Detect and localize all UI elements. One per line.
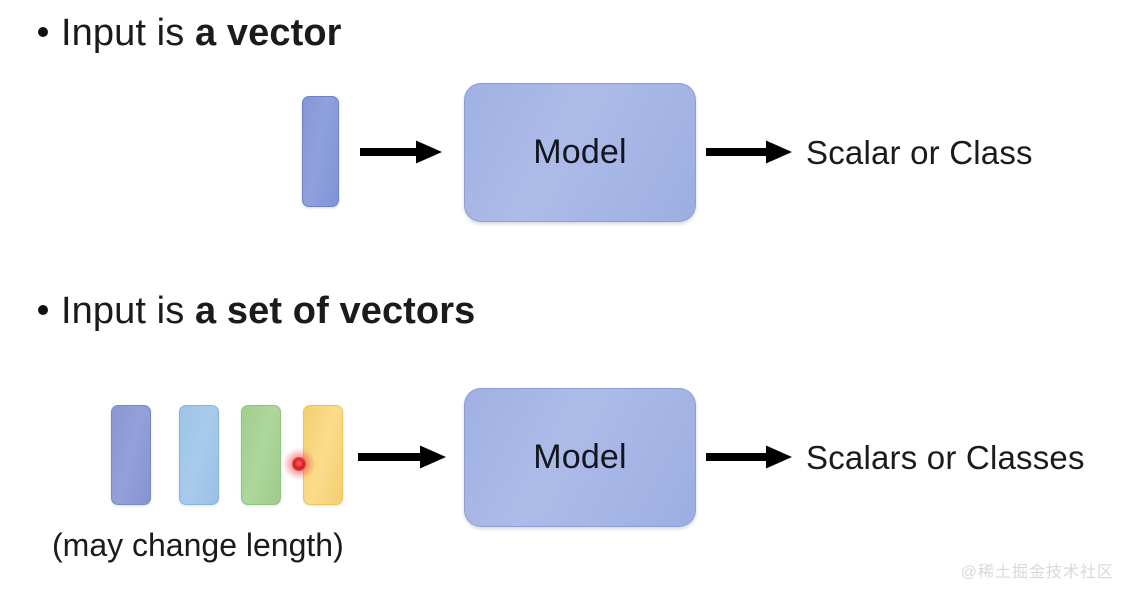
bullet-heading-text: Input is a set of vectors <box>61 292 475 330</box>
input-arrow-icon-sequence <box>358 445 446 469</box>
model-box-single: Model <box>464 83 696 222</box>
output-arrow-icon-sequence <box>706 445 792 469</box>
bullet-heading-text: Input is a vector <box>61 14 342 52</box>
input-arrow-icon-single <box>360 140 442 164</box>
red-dot-marker-icon <box>283 448 315 480</box>
model-box-label: Model <box>533 133 627 171</box>
vector-block-single <box>302 96 339 207</box>
output-arrow-icon-single <box>706 140 792 164</box>
model-box-label: Model <box>533 438 627 476</box>
vector-block-3 <box>241 405 281 505</box>
bullet-heading-set-of-vectors: Input is a set of vectors <box>38 292 475 330</box>
caption-may-change-length: (may change length) <box>52 527 344 563</box>
bullet-heading-single-vector: Input is a vector <box>38 14 342 52</box>
watermark-text: @稀土掘金技术社区 <box>960 564 1114 581</box>
output-label-sequence: Scalars or Classes <box>806 439 1085 476</box>
bullet-heading-emphasis: a vector <box>194 12 342 54</box>
bullet-dot-icon <box>38 27 48 37</box>
vector-block-2 <box>179 405 219 505</box>
bullet-heading-plain: Input is <box>61 12 195 54</box>
vector-block-1 <box>111 405 151 505</box>
bullet-heading-emphasis: a set of vectors <box>194 290 476 332</box>
bullet-dot-icon <box>38 305 48 315</box>
bullet-heading-plain: Input is <box>61 290 195 332</box>
model-box-sequence: Model <box>464 388 696 527</box>
output-label-single: Scalar or Class <box>806 134 1033 171</box>
